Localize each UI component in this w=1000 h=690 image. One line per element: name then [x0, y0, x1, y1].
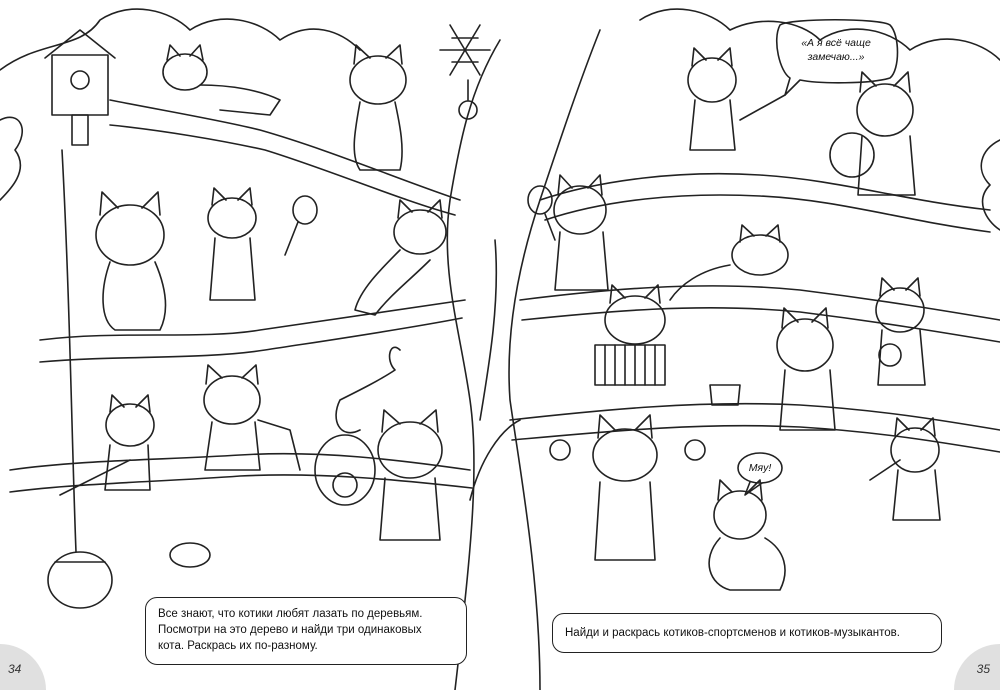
spider-web: [439, 24, 491, 76]
page-number-right: 35: [976, 662, 990, 676]
cat-singer: [687, 47, 786, 151]
tree-trunk-right: [508, 29, 601, 690]
cat-boxer: [314, 409, 443, 541]
cat-boxing-gloves: [875, 277, 926, 386]
caption-left-line-1: Все знают, что котики любят лазать по де…: [158, 608, 423, 620]
birdhouse: [51, 54, 109, 116]
cat-lollipop: [349, 44, 407, 171]
branch-left-middle: [39, 299, 466, 341]
speech-bubble-line-2: замечаю...»: [807, 51, 865, 63]
caption-left-line-3: кота. Раскрась их по-разному.: [158, 640, 318, 652]
speech-bubble-outline: [775, 18, 899, 96]
branch-right-lower: [509, 402, 1000, 431]
meow-bubble-outline: [737, 452, 783, 484]
tree-trunk: [446, 39, 501, 690]
page-number-left: 34: [8, 662, 22, 676]
branch-right-upper: [539, 172, 991, 211]
foliage-top-left: [0, 8, 361, 71]
cat-flute: [869, 417, 941, 521]
caption-left-line-2: Посмотри на это дерево и найди три одина…: [158, 624, 422, 636]
cat-tongue: [708, 479, 786, 591]
foliage-top-right: [639, 8, 1000, 61]
spider: [458, 100, 478, 120]
cat-top-left: [162, 44, 281, 116]
speech-bubble-line-1: «А я всё чаще: [801, 37, 871, 49]
cat-trumpet: [203, 364, 301, 471]
cat-running: [354, 199, 447, 316]
cat-net: [527, 174, 609, 291]
cat-sleeping: [669, 224, 789, 301]
branch-left-lower: [9, 452, 471, 471]
squirrel: [335, 346, 401, 434]
branch-right-middle: [519, 285, 1000, 321]
cat-ice-cream: [95, 191, 167, 331]
speech-bubble-top-right: «А я всё чаще замечаю...»: [780, 36, 892, 64]
cat-dumbbells: [549, 414, 706, 561]
cat-fishing: [59, 394, 155, 496]
caption-right-text: Найди и раскрась котиков-спортсменов и к…: [565, 627, 900, 639]
mouse: [169, 542, 211, 568]
cat-football: [829, 71, 916, 196]
branch-left-upper: [109, 99, 461, 201]
instruction-caption-right: Найди и раскрась котиков-спортсменов и к…: [552, 613, 942, 653]
fishbowl: [47, 551, 113, 609]
cat-badminton: [207, 187, 318, 301]
instruction-caption-left: Все знают, что котики любят лазать по де…: [145, 597, 467, 665]
cat-accordion: [594, 284, 666, 386]
meow-bubble: Мяу!: [748, 462, 772, 474]
cat-tea: [709, 307, 836, 431]
